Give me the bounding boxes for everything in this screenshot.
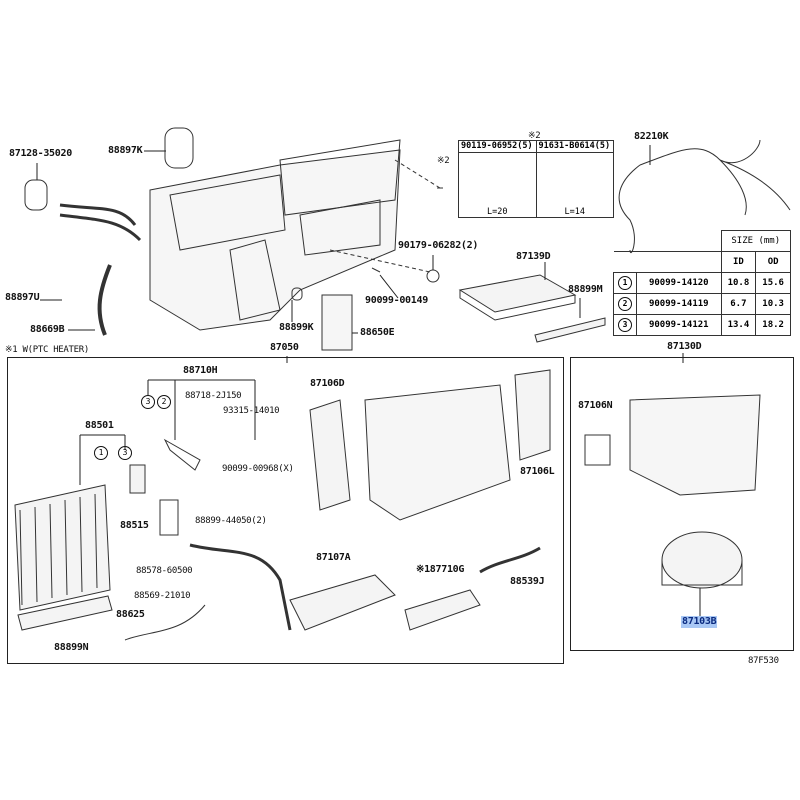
ptc-heater-drawing [404,589,481,631]
label-88625[interactable]: 88625 [116,609,145,620]
ecu-88650E-drawing [321,294,353,351]
label-90099-00149[interactable]: 90099-00149 [365,295,428,306]
table-row: 3 90099-14121 13.4 18.2 [613,314,791,336]
row-number: 1 [618,276,632,290]
grommet-88897K-drawing [164,127,194,169]
label-90099-00968[interactable]: 90099-00968(X) [222,464,294,474]
label-88899N[interactable]: 88899N [54,642,89,653]
label-87710G[interactable]: ※187710G [416,564,465,575]
label-88650E[interactable]: 88650E [360,327,395,338]
table-row: 1 90099-14120 10.8 15.6 [613,272,791,294]
note-2-marker: ※2 [437,156,450,166]
row-id: 13.4 [720,314,757,336]
label-88539J[interactable]: 88539J [510,576,545,587]
label-87107A[interactable]: 87107A [316,552,351,563]
label-88718-2J150[interactable]: 88718-2J150 [185,391,242,401]
col-id: ID [720,251,757,273]
bolt-part-1[interactable]: 90119-06952(5) [458,140,537,153]
bolt-length-1: L=20 [458,152,537,218]
label-90179-06282[interactable]: 90179-06282(2) [398,240,479,251]
col-od: OD [755,251,791,273]
heater-core-87107A-drawing [289,574,396,631]
heater-unit-box [7,357,564,664]
wire-harness-82210K-drawing [618,139,791,253]
label-87106D[interactable]: 87106D [310,378,345,389]
label-88899M[interactable]: 88899M [568,284,603,295]
label-82210K[interactable]: 82210K [634,131,669,142]
row-number: 2 [618,297,632,311]
grommet-87128-drawing [24,179,48,211]
row-part[interactable]: 90099-14119 [636,293,722,315]
bolt-part-2[interactable]: 91631-B0614(5) [535,140,614,153]
label-88569-21010[interactable]: 88569-21010 [134,591,191,601]
label-88501[interactable]: 88501 [85,420,114,431]
label-87139D[interactable]: 87139D [516,251,551,262]
label-88578-60500[interactable]: 88578-60500 [136,566,193,576]
bolt-length-2: L=14 [535,152,614,218]
row-number: 3 [618,318,632,332]
label-88710H[interactable]: 88710H [183,365,218,376]
label-87128-35020[interactable]: 87128-35020 [9,148,72,159]
row-od: 10.3 [755,293,791,315]
label-88515[interactable]: 88515 [120,520,149,531]
callout-3: 3 [118,446,132,460]
label-88899-44050[interactable]: 88899-44050(2) [195,516,267,526]
row-id: 10.8 [720,272,757,294]
row-od: 15.6 [755,272,791,294]
bolt-box-title: ※2 [528,131,541,141]
blower-unit-drawing [629,394,761,496]
hvac-unit-drawing [59,139,401,336]
blower-unit-box [570,357,794,651]
row-part[interactable]: 90099-14120 [636,272,722,294]
label-88897U[interactable]: 88897U [5,292,40,303]
label-88899K[interactable]: 88899K [279,322,314,333]
label-87106N[interactable]: 87106N [578,400,613,411]
label-87130D[interactable]: 87130D [667,341,702,352]
row-id: 6.7 [720,293,757,315]
hose-size-table: SIZE (mm) ID OD 1 90099-14120 10.8 15.6 … [613,230,792,336]
label-93315-14010[interactable]: 93315-14010 [223,406,280,416]
label-87050[interactable]: 87050 [270,342,299,353]
label-87106L[interactable]: 87106L [520,466,555,477]
size-header: SIZE (mm) [720,230,792,252]
table-row: 2 90099-14119 6.7 10.3 [613,293,791,315]
callout-2: 2 [157,395,171,409]
label-88669B[interactable]: 88669B [30,324,65,335]
label-88897K[interactable]: 88897K [108,145,143,156]
bolt-table: 90119-06952(5) 91631-B0614(5) L=20 L=14 [458,140,614,218]
callout-1: 1 [94,446,108,460]
diagram-id: 87F530 [748,656,779,666]
row-od: 18.2 [755,314,791,336]
row-part[interactable]: 90099-14121 [636,314,722,336]
label-87103B-selected[interactable]: 87103B [681,616,718,628]
evaporator-drawing [14,484,111,611]
ptc-heater-note: ※1 W(PTC HEATER) [5,345,90,355]
callout-3: 3 [141,395,155,409]
